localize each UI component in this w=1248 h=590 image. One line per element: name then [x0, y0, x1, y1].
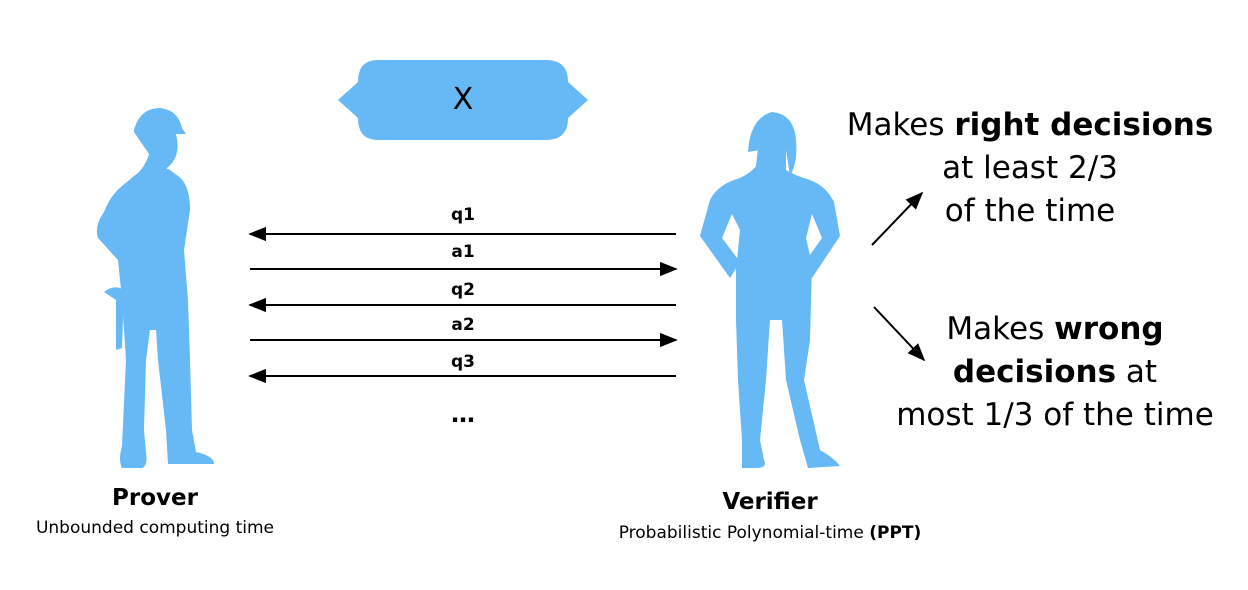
arrow-right-decisions — [871, 191, 924, 246]
verifier-subtitle: Probabilistic Polynomial-time (PPT) — [580, 523, 960, 543]
prover-subtitle: Unbounded computing time — [35, 518, 275, 538]
outcome-right-line2: at least 2/3 — [942, 150, 1118, 186]
message-label-q3: q3 — [451, 352, 475, 372]
outcome-right-line1: Makes right decisions — [830, 104, 1230, 147]
message-label-q2: q2 — [451, 280, 475, 300]
message-label-q1: q1 — [451, 205, 475, 225]
outcome-wrong-line2: decisions at — [855, 351, 1248, 394]
input-box-label: X — [452, 82, 474, 117]
input-box — [338, 60, 588, 140]
outcome-right-decisions: Makes right decisions at least 2/3 of th… — [830, 104, 1230, 233]
outcome-right-bold: right decisions — [954, 107, 1214, 143]
outcome-right-line3: of the time — [944, 193, 1116, 229]
outcome-wrong-suffix: at — [1116, 354, 1158, 390]
verifier-title: Verifier — [722, 489, 818, 515]
verifier-silhouette — [700, 112, 840, 468]
arrow-wrong-decisions — [873, 306, 926, 362]
prover-title: Prover — [112, 485, 198, 511]
message-label-a1: a1 — [451, 242, 475, 262]
outcome-right-prefix: Makes — [846, 107, 955, 143]
outcome-wrong-prefix: Makes — [946, 311, 1055, 347]
message-label-a2: a2 — [451, 315, 475, 335]
outcome-wrong-line1: Makes wrong — [855, 308, 1248, 351]
verifier-subtitle-bold: (PPT) — [869, 523, 922, 543]
outcome-wrong-bold2: decisions — [952, 354, 1117, 390]
prover-silhouette — [96, 108, 214, 468]
message-ellipsis: … — [451, 400, 475, 428]
outcome-wrong-decisions: Makes wrong decisions at most 1/3 of the… — [855, 308, 1248, 437]
outcome-wrong-bold1: wrong — [1054, 311, 1164, 347]
outcome-wrong-line3: most 1/3 of the time — [896, 397, 1214, 433]
verifier-subtitle-text: Probabilistic Polynomial-time — [618, 523, 870, 543]
